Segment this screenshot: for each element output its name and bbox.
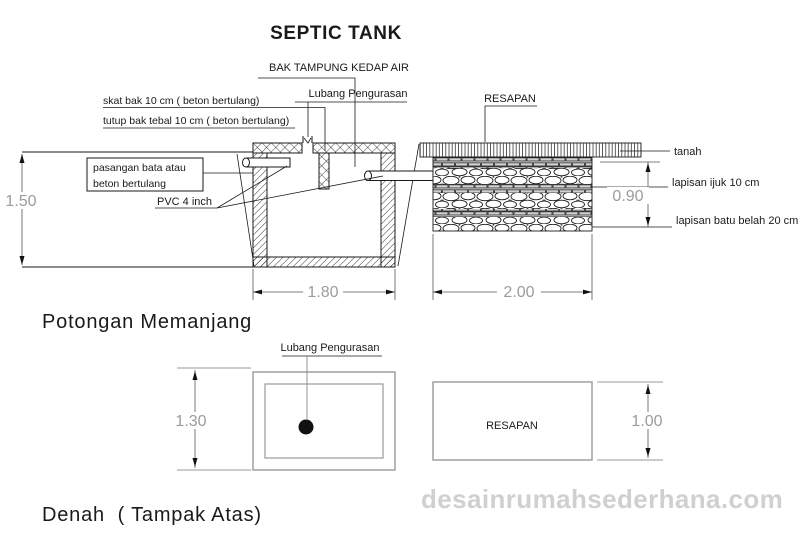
dimensions-section: 1.50 0.90 1.80 2.00 [2,154,660,301]
dim-mask [607,187,649,204]
tank-wall-left [252,152,268,268]
dim-mask [497,284,541,300]
leader-skat [103,107,326,151]
tank-structure [252,136,396,268]
inlet-pipe [245,157,291,168]
plan-tank-inner [264,383,384,459]
drawing-title: SEPTIC TANK [270,23,402,44]
leader-pvc-inlet [216,165,288,209]
dim-mask [626,412,669,429]
watermark: desainrumahsederhana.com [421,484,783,514]
excavation-slope-left [236,153,255,267]
lubang-pengurasan-label-section: Lubang Pengurasan [308,88,407,100]
ijuk-layer-2 [433,184,592,193]
plan-view: 1.30 1.00 Lubang Pengurasan RESAPAN Dena… [42,342,669,526]
leader-lines [103,77,672,228]
dimensions-plan: 1.30 1.00 [171,367,669,471]
ijuk-label: lapisan ijuk 10 cm [672,177,759,189]
dim-arrows [19,154,651,295]
dim-mask [303,284,343,300]
ijuk-layer-1 [433,157,592,168]
stone-layer-1 [433,168,592,184]
dim-resapan-width-text: 2.00 [503,284,534,301]
dim-tank-length-text: 1.30 [175,413,206,430]
manhole-mark [303,137,312,144]
dim-tank-width-text: 1.80 [307,284,338,301]
stone-layer-3 [433,217,592,231]
tanah-label: tanah [674,146,702,158]
outlet-pipe [367,170,434,181]
plan-ext-lines [177,367,663,471]
dim-resapan-length-text: 1.00 [631,413,662,430]
pasangan-label-line1: pasangan bata atau [93,162,186,174]
excavation-slope-right [397,143,420,267]
tank-wall-right [380,152,396,268]
stone-layer-2 [433,193,592,209]
dim-resapan-depth-text: 0.90 [612,188,643,205]
pipes [242,157,434,182]
section-caption: Potongan Memanjang [42,311,252,333]
dim-depth-text: 1.50 [5,193,36,210]
plan-tank-outer [252,371,396,471]
resapan-structure [419,142,642,232]
pasangan-label-line2: beton bertulang [93,178,166,190]
bak-tampung-label: BAK TAMPUNG KEDAP AIR [269,62,409,74]
skat-bak-label: skat bak 10 cm ( beton bertulang) [103,95,259,107]
tank-cover-left [252,142,303,154]
leader-bak-tampung [258,77,356,167]
ijuk-layer-3 [433,209,592,217]
tank-floor [252,256,396,268]
resapan-label-section: RESAPAN [484,93,536,105]
resapan-label-plan: RESAPAN [486,420,538,432]
lubang-pengurasan-label-plan: Lubang Pengurasan [280,342,379,354]
plan-caption: Denah ( Tampak Atas) [42,504,262,526]
plan-resapan-rect [432,381,593,461]
plan-dim-arrows [192,371,651,467]
batu-label: lapisan batu belah 20 cm [676,215,798,227]
tutup-bak-label: tutup bak tebal 10 cm ( beton bertulang) [103,115,289,127]
dim-mask [171,412,212,429]
pasangan-callout-box [86,157,204,192]
dim-mask [2,192,40,209]
resapan-outline [432,156,593,232]
leader-pvc-outlet [216,175,384,209]
section-view: 1.50 0.90 1.80 2.00 SEPTIC TANK BAK TAMP… [2,23,798,333]
soil-band [419,142,642,158]
tank-divider-skat [318,152,330,190]
inlet-pipe-cap [242,157,250,168]
leader-resapan [484,105,537,142]
tank-cover-right [312,142,396,154]
plan-dim-lines [194,370,649,468]
plan-lubang-dot [298,419,314,435]
pvc-label: PVC 4 inch [157,196,212,208]
